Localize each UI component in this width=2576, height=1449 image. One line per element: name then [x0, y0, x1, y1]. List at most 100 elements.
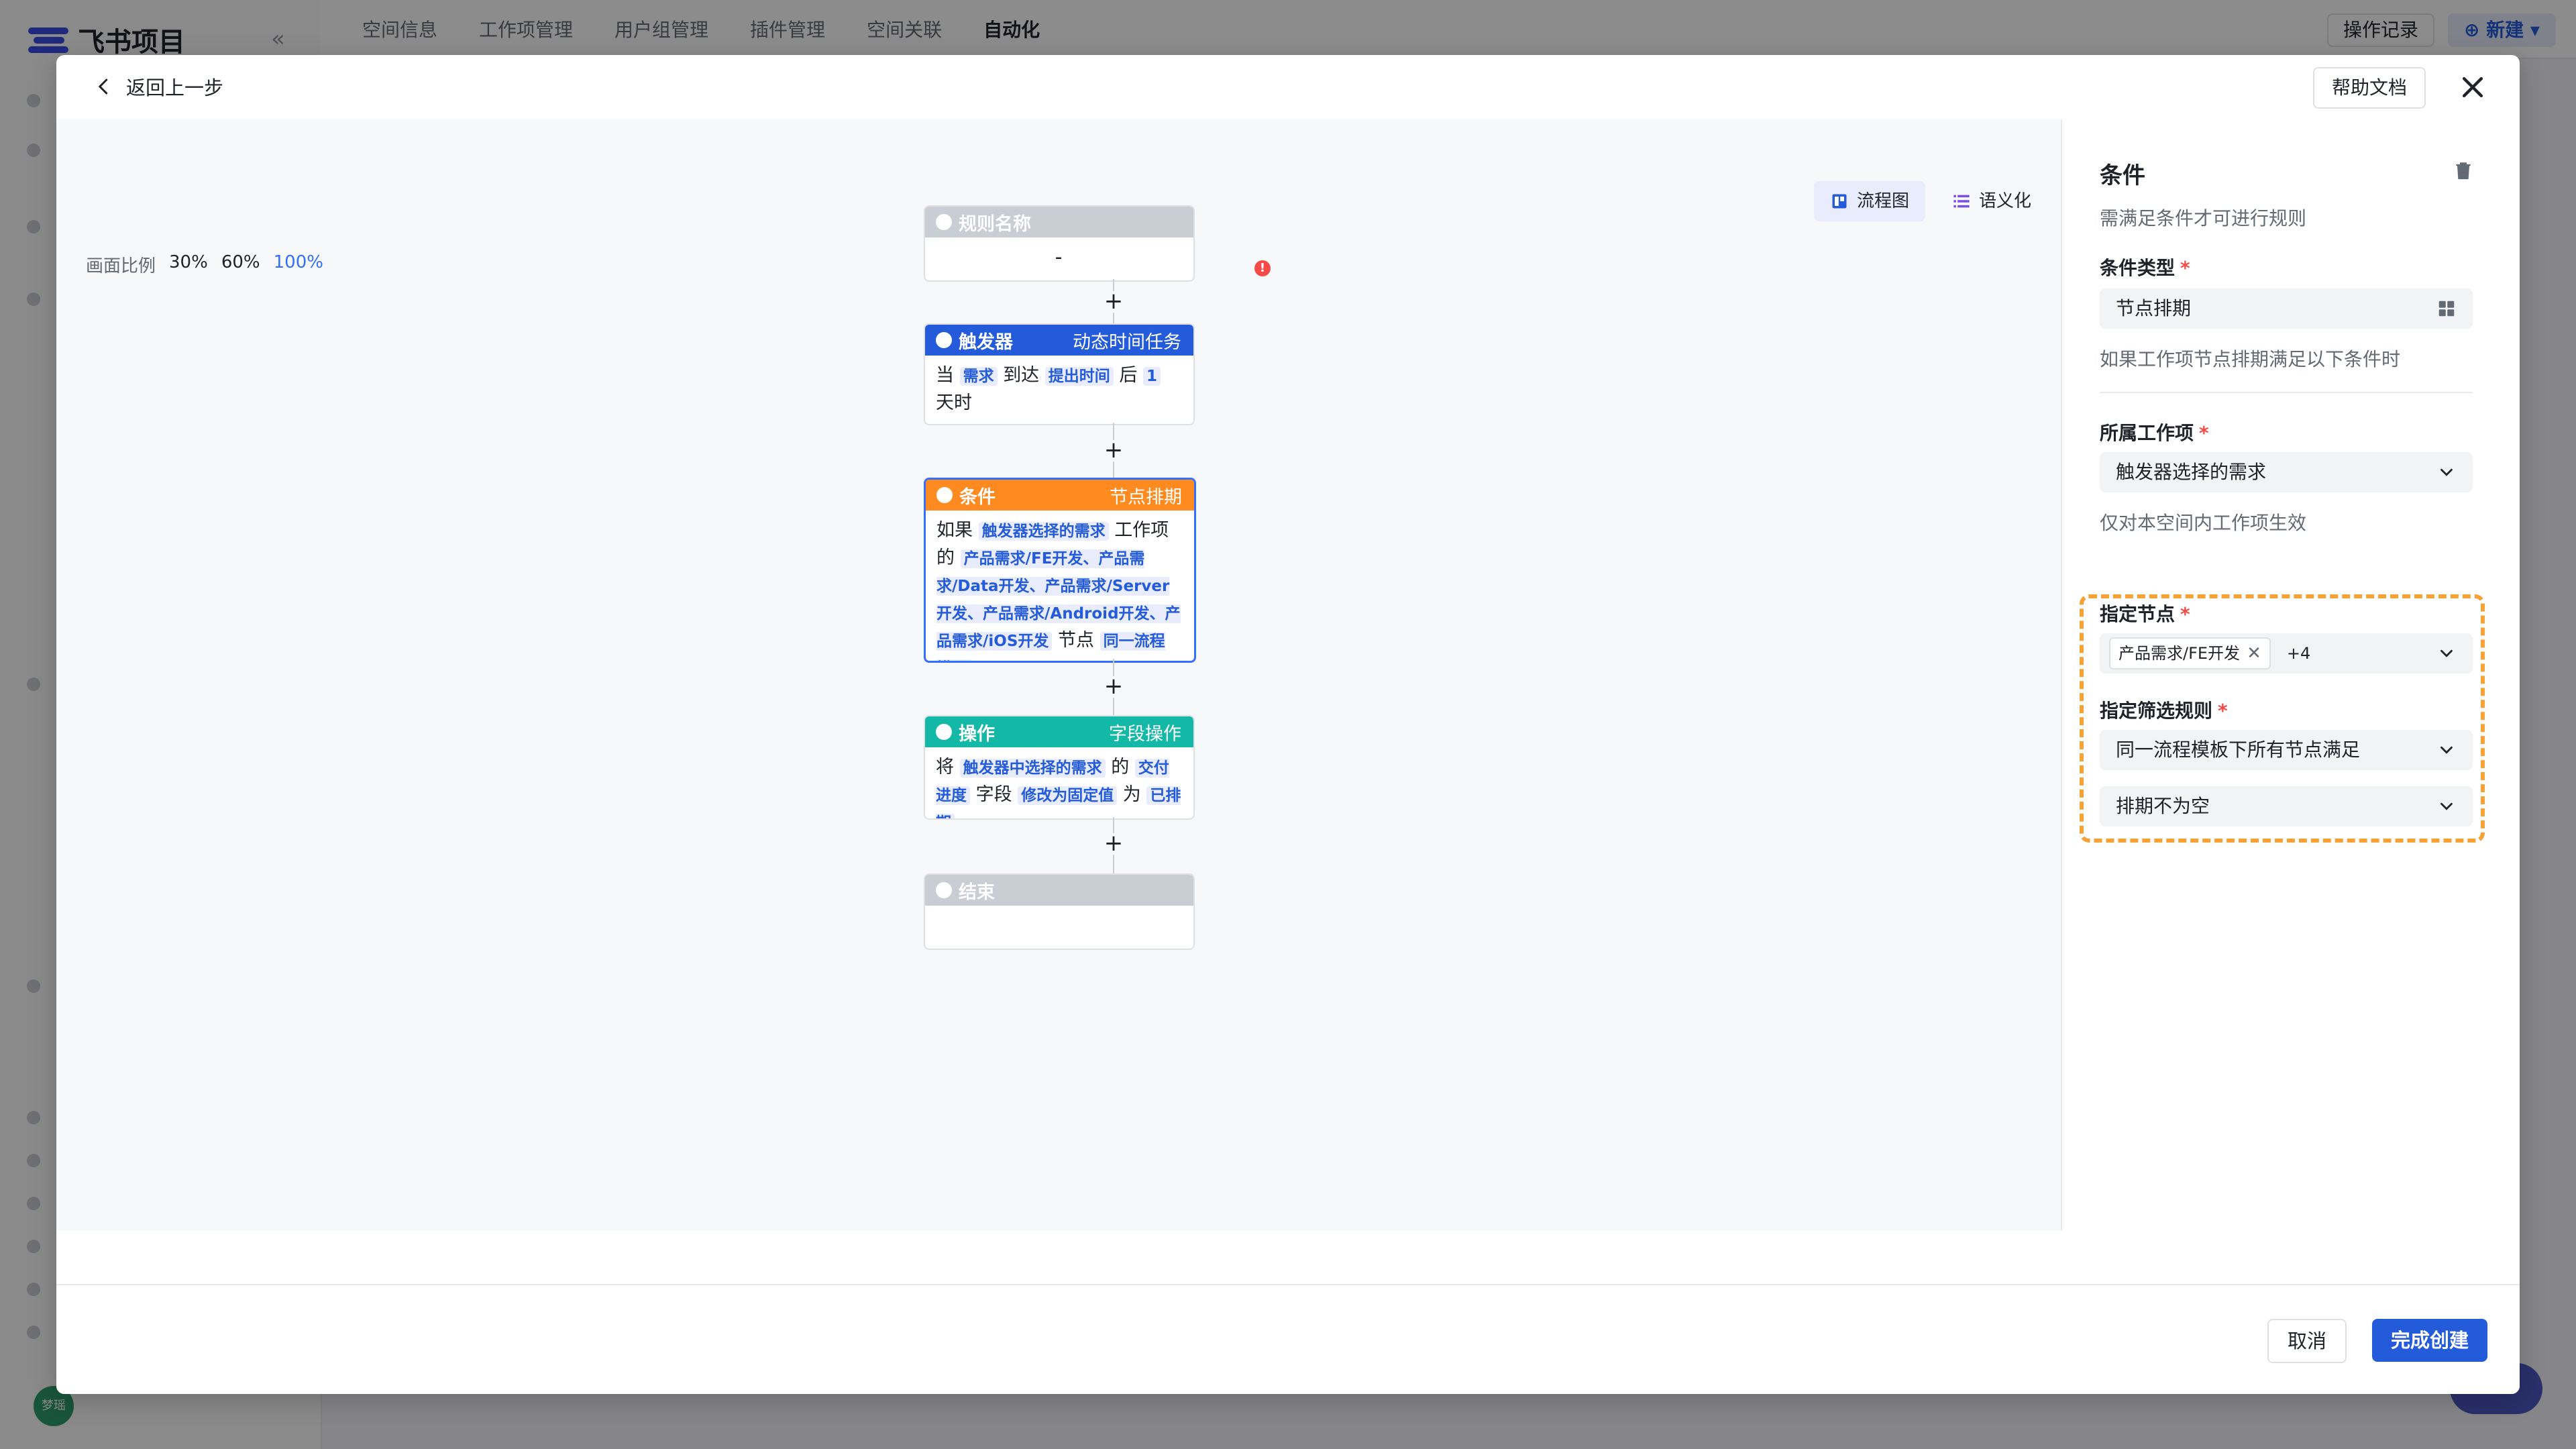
help-doc-button[interactable]: 帮助文档 [2312, 67, 2426, 109]
app-logo: 飞书项目 [28, 20, 185, 59]
condition-type: 节点排期 [1110, 486, 1182, 508]
tab-space-link[interactable]: 空间关联 [867, 19, 943, 41]
flow-node-condition[interactable]: 条件 节点排期 如果 触发器选择的需求 工作项的 产品需求/FE开发、产品需求/… [924, 478, 1196, 663]
wrench-icon [936, 724, 952, 740]
label-text: 指定节点 [2100, 603, 2176, 625]
bg-sidebar-dot [27, 1283, 40, 1296]
node-tag-label: 产品需求/FE开发 [2118, 644, 2241, 663]
new-button[interactable]: ⊕ 新建 ▾ [2447, 13, 2556, 47]
panel-description: 需满足条件才可进行规则 [2100, 207, 2307, 229]
label-text: 条件类型 [2100, 257, 2176, 279]
node-label: 指定节点* [2100, 600, 2190, 627]
modal-header: 返回上一步 帮助文档 [56, 55, 2520, 121]
collapse-sidebar-icon[interactable]: « [271, 25, 285, 52]
ops-log-button[interactable]: 操作记录 [2326, 13, 2434, 47]
zoom-100[interactable]: 100% [273, 252, 323, 272]
chevron-down-icon [2440, 746, 2453, 754]
bg-sidebar-dot [27, 979, 40, 993]
bg-sidebar-dot [27, 678, 40, 691]
work-item-label: 所属工作项* [2100, 419, 2209, 445]
condition-config-panel: 条件 需满足条件才可进行规则 条件类型* 节点排期 如果工作项节点排期满足以下条… [2061, 119, 2520, 1230]
trigger-type: 动态时间任务 [1073, 331, 1181, 353]
flow-node-rule-name[interactable]: 规则名称 - [924, 205, 1195, 282]
remove-tag-icon[interactable]: ✕ [2247, 643, 2261, 663]
text: 如果 [936, 520, 973, 541]
rule-name-title: 规则名称 [959, 213, 1031, 235]
text: 字段 [975, 784, 1012, 805]
bg-sidebar-dot [27, 1154, 40, 1167]
node-header: 条件 节点排期 [926, 480, 1194, 511]
add-node-icon[interactable]: + [1103, 437, 1124, 464]
node-multiselect[interactable]: 产品需求/FE开发✕ +4 [2100, 633, 2473, 674]
view-semantic-button[interactable]: 语义化 [1936, 181, 2047, 221]
tab-user-group[interactable]: 用户组管理 [614, 19, 709, 41]
work-item-value: 触发器选择的需求 [2116, 461, 2267, 483]
view-flow-label: 流程图 [1857, 191, 1910, 211]
bg-sidebar-dot [27, 1326, 40, 1339]
bg-sidebar-dot [27, 1240, 40, 1253]
bg-top-nav: 空间信息 工作项管理 用户组管理 插件管理 空间关联 自动化 操作记录 ⊕ 新建… [321, 0, 2576, 59]
work-item-select[interactable]: 触发器选择的需求 [2100, 452, 2473, 492]
node-header: 规则名称 [925, 207, 1193, 237]
chip: 触发器中选择的需求 [959, 759, 1106, 777]
zoom-60[interactable]: 60% [221, 252, 260, 272]
flow-canvas[interactable]: 流程图 语义化 画面比例 30% 60% 100% [56, 119, 2061, 1230]
node-header: 结束 [925, 875, 1193, 906]
schedule-condition-select[interactable]: 排期不为空 [2100, 786, 2473, 826]
label-text: 所属工作项 [2100, 422, 2194, 444]
filter-icon [936, 487, 953, 503]
add-node-icon[interactable]: + [1103, 830, 1124, 857]
condition-type-field[interactable]: 节点排期 [2100, 288, 2473, 329]
condition-body: 如果 触发器选择的需求 工作项的 产品需求/FE开发、产品需求/Data开发、产… [926, 511, 1194, 661]
filter-rule-label: 指定筛选规则* [2100, 696, 2228, 723]
rule-name-value: - [1055, 246, 1063, 269]
trash-icon[interactable] [2453, 160, 2474, 181]
view-flow-button[interactable]: 流程图 [1814, 181, 1926, 221]
chip: 提出时间 [1044, 367, 1114, 386]
app-title: 飞书项目 [78, 27, 185, 58]
finish-create-button[interactable]: 完成创建 [2371, 1319, 2487, 1362]
condition-type-hint: 如果工作项节点排期满足以下条件时 [2100, 348, 2401, 370]
automation-rule-modal: 返回上一步 帮助文档 流程图 语义化 画面比例 30% 60% 100% 规则名… [56, 55, 2520, 1394]
tab-automation[interactable]: 自动化 [983, 19, 1040, 41]
node-tag: 产品需求/FE开发 ✕ [2109, 637, 2271, 669]
add-node-icon[interactable]: + [1103, 288, 1124, 315]
flow-node-operation[interactable]: 操作 字段操作 将 触发器中选择的需求 的 交付进度 字段 修改为固定值 为 已… [924, 715, 1195, 820]
text: 将 [936, 757, 954, 777]
chip: 触发器选择的需求 [978, 522, 1109, 541]
grid-icon [2438, 301, 2455, 317]
back-button[interactable]: 返回上一步 [94, 72, 223, 101]
cancel-button[interactable]: 取消 [2267, 1319, 2347, 1363]
logo-icon [28, 25, 68, 54]
filter-rule-value: 同一流程模板下所有节点满足 [2116, 739, 2361, 761]
operation-type: 字段操作 [1109, 723, 1181, 745]
play-icon [936, 214, 952, 230]
add-node-icon[interactable]: + [1103, 673, 1124, 700]
operation-body: 将 触发器中选择的需求 的 交付进度 字段 修改为固定值 为 已排期 [925, 747, 1193, 818]
condition-type-label: 条件类型* [2100, 254, 2190, 280]
chip: 1 [1142, 367, 1161, 386]
tab-work-item[interactable]: 工作项管理 [479, 19, 574, 41]
new-button-label: 新建 [2486, 19, 2524, 41]
back-label: 返回上一步 [126, 76, 224, 99]
zoom-30[interactable]: 30% [169, 252, 208, 272]
text: 到达 [1003, 365, 1040, 386]
text: 节点 [1058, 630, 1094, 651]
tab-plugins[interactable]: 插件管理 [750, 19, 826, 41]
panel-title: 条件 [2100, 162, 2145, 189]
tab-space-info[interactable]: 空间信息 [362, 19, 438, 41]
trigger-body: 当 需求 到达 提出时间 后 1 天时 [925, 356, 1193, 423]
bg-sidebar-dot [27, 1197, 40, 1210]
bg-sidebar-dot [27, 144, 40, 157]
filter-rule-select[interactable]: 同一流程模板下所有节点满足 [2100, 730, 2473, 770]
label-text: 指定筛选规则 [2100, 700, 2213, 722]
bg-sidebar-dot [27, 292, 40, 306]
close-icon[interactable] [2458, 72, 2487, 102]
chip: 需求 [959, 367, 998, 386]
flow-node-end[interactable]: 结束 [924, 873, 1195, 950]
required-mark: * [2218, 700, 2228, 722]
text: 天时 [936, 392, 972, 413]
flow-node-trigger[interactable]: 触发器 动态时间任务 当 需求 到达 提出时间 后 1 天时 [924, 323, 1195, 425]
modal-footer: 取消 完成创建 [56, 1284, 2520, 1394]
work-item-hint: 仅对本空间内工作项生效 [2100, 512, 2307, 534]
